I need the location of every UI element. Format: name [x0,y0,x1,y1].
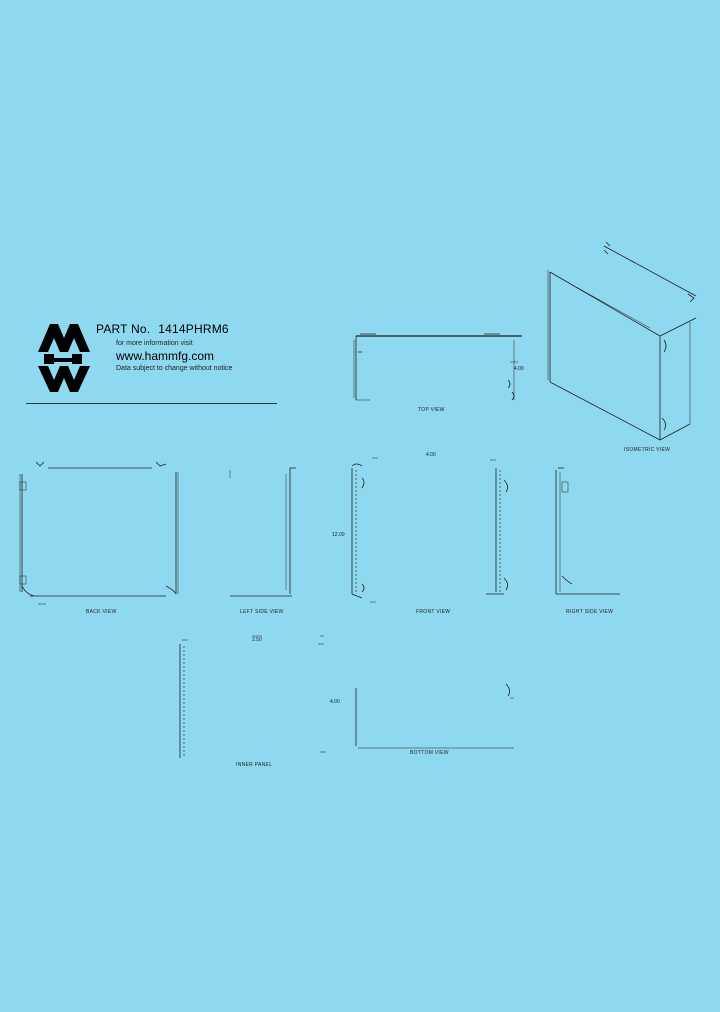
inner-width-dimension: 2.50 [252,637,262,643]
hammond-logo-icon [38,324,90,392]
left-side-view-label: LEFT SIDE VIEW [240,609,284,615]
right-side-view-drawing [555,467,620,595]
part-label: PART No. [96,322,151,336]
notice-text: Data subject to change without notice [116,365,233,372]
back-view-label: BACK VIEW [86,609,117,615]
part-number-title: PART No. 1414PHRM6 [96,322,229,336]
part-number: 1414PHRM6 [158,322,229,336]
bottom-view-label: BOTTOM VIEW [410,750,449,756]
header-divider [26,403,277,404]
isometric-view-drawing [547,241,697,441]
inner-panel-drawing [179,635,324,758]
inner-panel-label: INNER PANEL [236,762,273,768]
top-depth-dimension: 4.00 [514,366,524,372]
back-view-drawing [19,461,179,605]
bottom-view-drawing [320,683,514,753]
top-view-label: TOP VIEW [418,407,445,413]
front-view-label: FRONT VIEW [416,609,451,615]
front-view-drawing [351,457,508,603]
isometric-view-label: ISOMETRIC VIEW [624,447,671,453]
left-side-view-drawing [229,467,296,597]
info-line: for more information visit [116,340,193,347]
website-link[interactable]: www.hammfg.com [116,349,215,363]
top-view-drawing [353,333,522,401]
right-side-view-label: RIGHT SIDE VIEW [566,609,614,615]
bottom-depth-dimension: 4.00 [330,699,340,705]
top-width-dimension: 4.00 [426,452,436,458]
front-height-dimension: 12.00 [332,532,345,538]
